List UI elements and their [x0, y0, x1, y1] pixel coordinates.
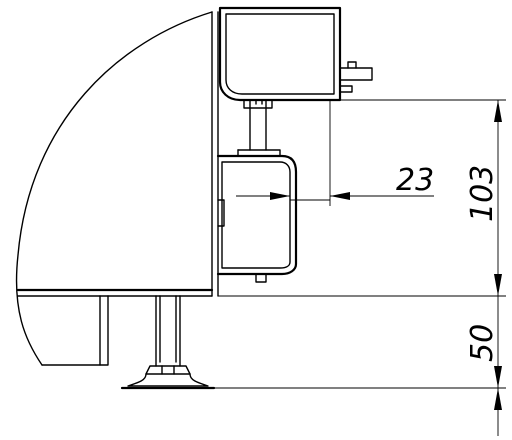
middle-bracket — [216, 154, 298, 283]
dimension-23: 23 — [236, 163, 434, 201]
dimension-50: 50 — [465, 296, 502, 436]
dimension-label-103: 103 — [465, 165, 500, 222]
extension-lines — [214, 99, 506, 389]
top-bracket — [218, 6, 373, 102]
dimension-label-50: 50 — [465, 324, 500, 362]
adjustable-foot — [120, 295, 216, 390]
cabinet-body — [15, 11, 219, 366]
connecting-bolt — [237, 99, 281, 157]
dimension-label-23: 23 — [396, 163, 434, 198]
dimension-103: 103 — [465, 100, 502, 296]
